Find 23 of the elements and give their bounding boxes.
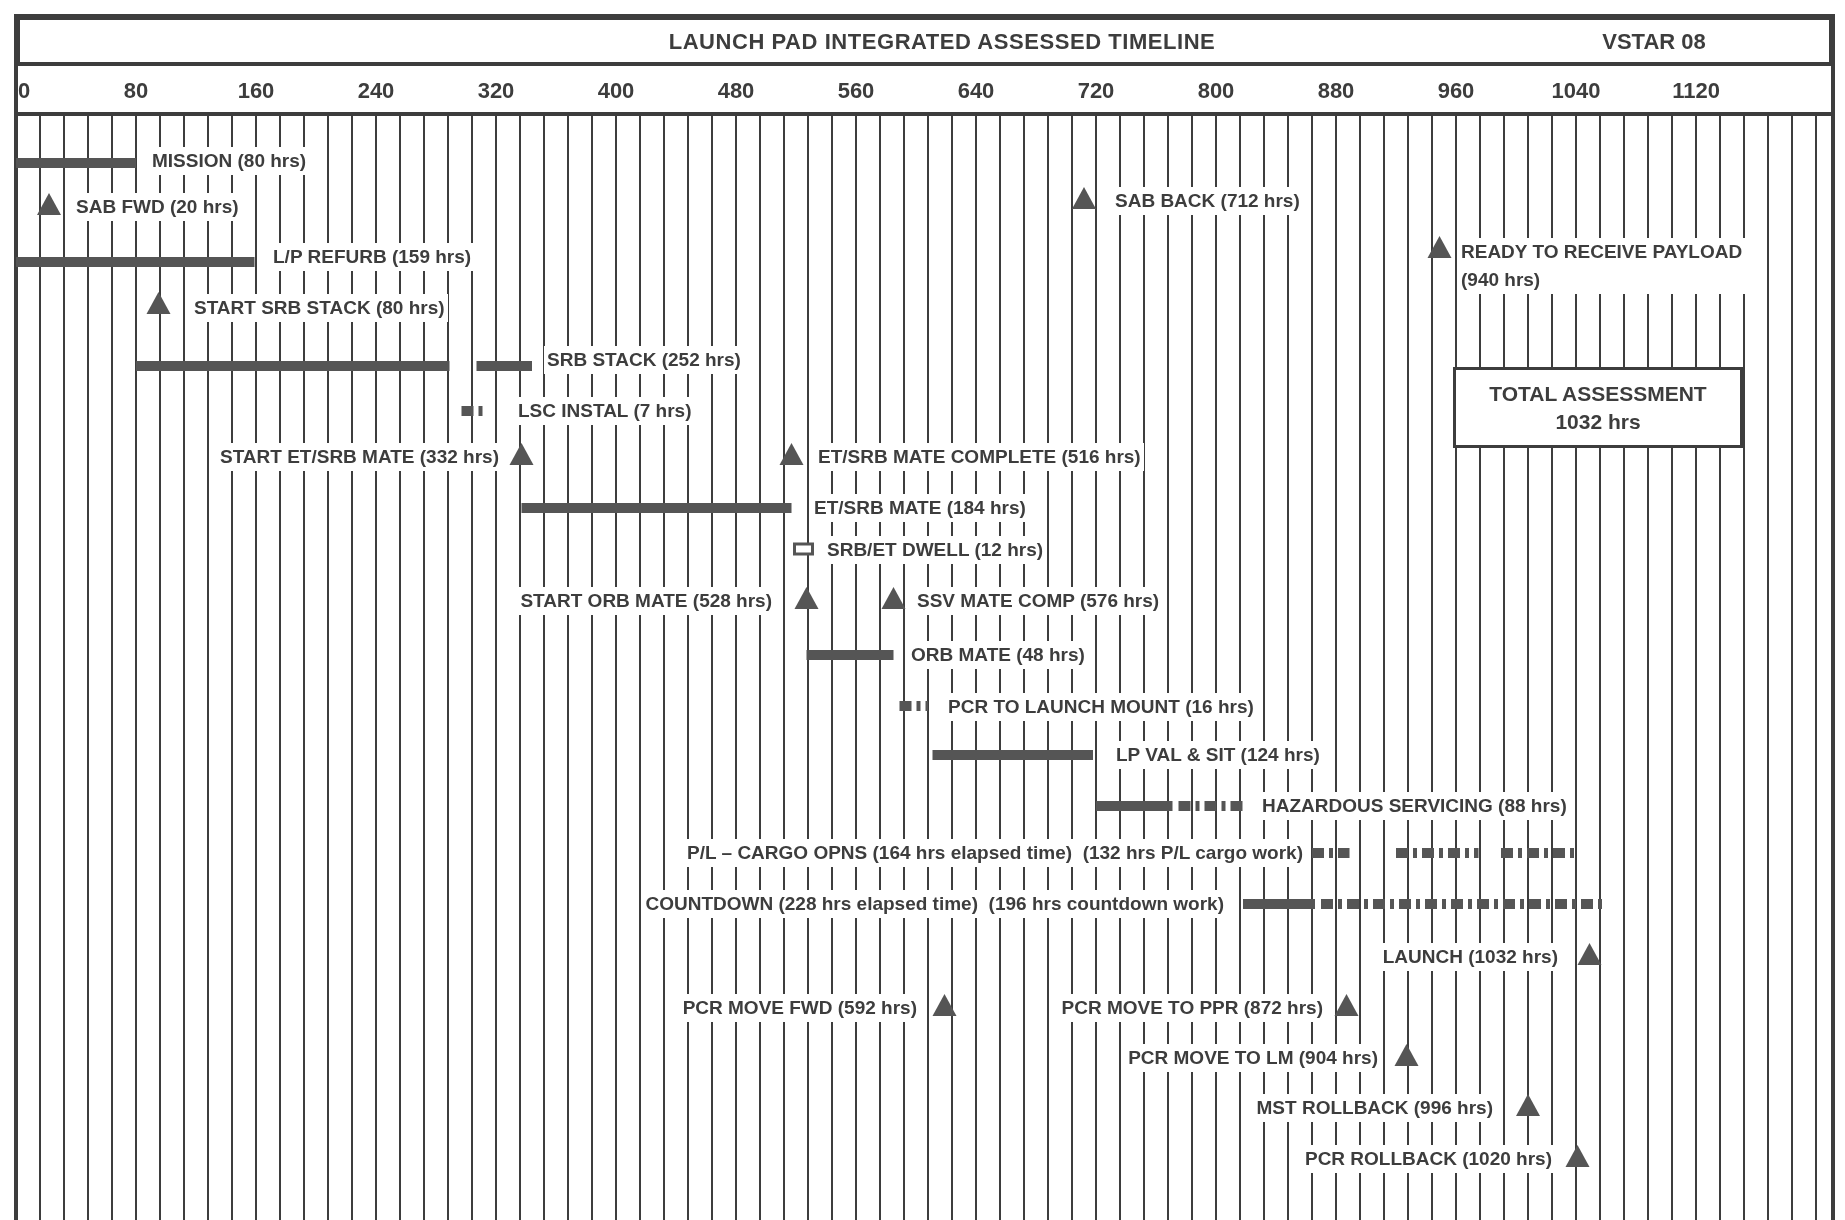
summary-box xyxy=(1453,367,1743,448)
tick-label: 320 xyxy=(477,76,515,105)
tick-label: 800 xyxy=(1197,76,1235,105)
tick-label: 880 xyxy=(1317,76,1355,105)
tick-label: 960 xyxy=(1437,76,1475,105)
tick-label: 640 xyxy=(957,76,995,105)
activity-label: START ORB MATE (528 hrs) xyxy=(517,587,775,615)
tick-label: 80 xyxy=(123,76,149,105)
tick-label: 0 xyxy=(18,76,31,105)
activity-label: START SRB STACK (80 hrs) xyxy=(191,294,448,322)
tick-label: 240 xyxy=(357,76,395,105)
tick-label: 400 xyxy=(597,76,635,105)
summary-heading: TOTAL ASSESSMENT xyxy=(1489,380,1707,407)
tick-label: 720 xyxy=(1077,76,1115,105)
tick-label: 560 xyxy=(837,76,875,105)
tick-label: 480 xyxy=(717,76,755,105)
activity-label: P/L – CARGO OPNS (164 hrs elapsed time) (132 hrs P/L cargo work) xyxy=(684,839,1306,867)
tick-label: 1120 xyxy=(1672,76,1720,105)
version-label: VSTAR 08 xyxy=(1602,27,1706,56)
tick-label: 160 xyxy=(237,76,275,105)
tick-label: 1040 xyxy=(1551,76,1601,105)
chart-title: LAUNCH PAD INTEGRATED ASSESSED TIMELINE xyxy=(668,27,1216,56)
summary-value: 1032 hrs xyxy=(1555,408,1641,435)
